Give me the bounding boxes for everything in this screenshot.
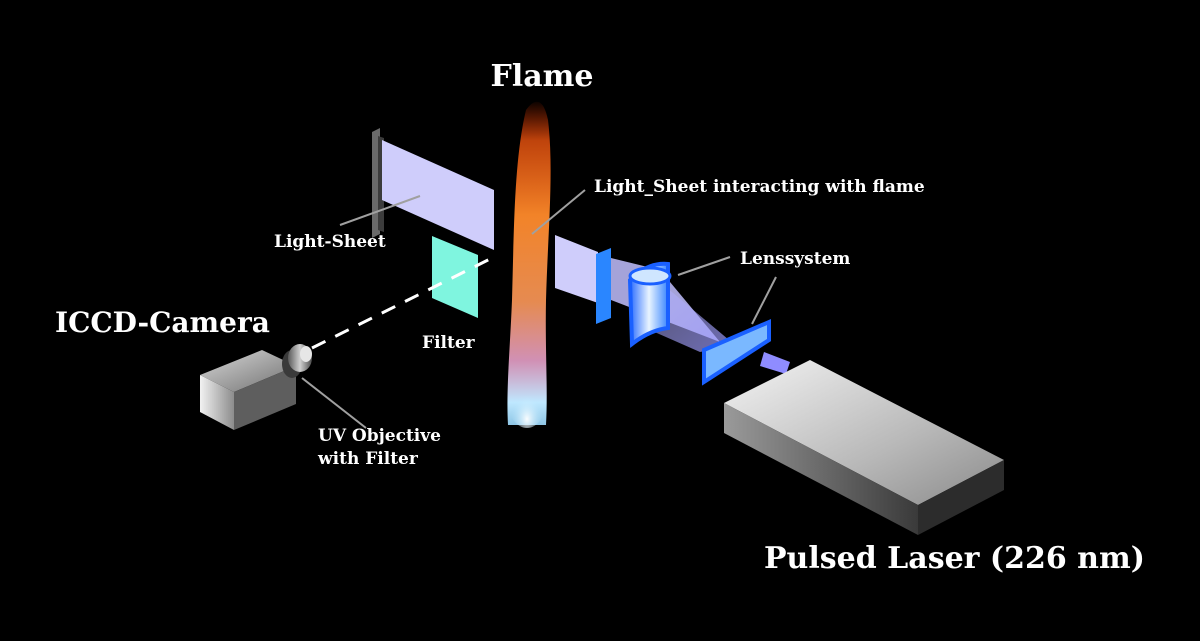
laser-beam	[760, 352, 790, 374]
light-sheet-right	[555, 235, 598, 303]
label-filter: Filter	[422, 333, 476, 353]
cylindrical-lens	[627, 261, 672, 348]
iccd-camera	[200, 350, 296, 430]
beam-fan-inner	[650, 282, 735, 352]
label-iccd-camera: ICCD-Camera	[55, 306, 270, 339]
label-pulsed-laser: Pulsed Laser (226 nm)	[764, 541, 1145, 576]
uv-objective	[282, 344, 312, 378]
leader-lenssystem-lens	[677, 256, 731, 276]
flame	[507, 101, 551, 428]
imaging-path-line	[311, 256, 493, 350]
lens-plate	[702, 318, 771, 386]
pulsed-laser-box	[724, 360, 1004, 535]
leader-light-sheet-interaction	[531, 189, 586, 235]
light-sheet-left	[382, 140, 494, 250]
label-light-sheet-interaction: Light_Sheet interacting with flame	[594, 177, 925, 197]
leader-lenssystem-plate	[751, 276, 777, 325]
label-light-sheet: Light-Sheet	[274, 232, 386, 252]
label-flame: Flame	[491, 59, 594, 94]
label-uv-objective-line1: UV Objective	[318, 426, 441, 446]
leader-light-sheet	[339, 195, 421, 226]
label-lenssystem: Lenssystem	[740, 249, 850, 269]
label-uv-objective-line2: with Filter	[317, 449, 419, 469]
leader-uv-objective	[301, 377, 367, 429]
aperture-plate	[596, 248, 611, 324]
